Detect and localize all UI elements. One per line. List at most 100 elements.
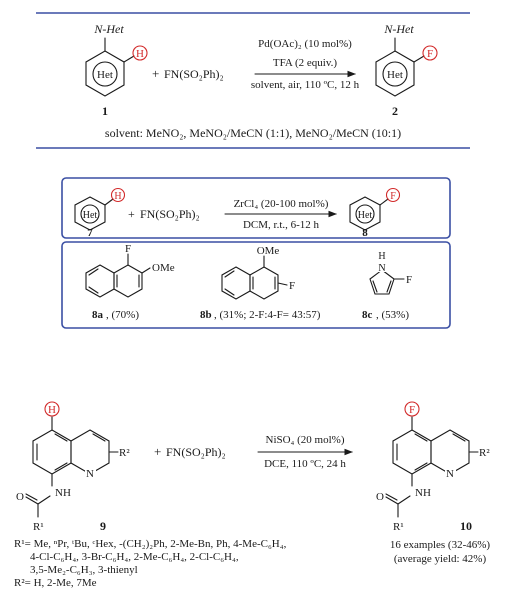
- compound-1: Het N-Het H 1: [85, 22, 148, 118]
- niso4-condition: NiSO₄ (20 mol%): [266, 434, 345, 446]
- quinoline-n-label: N: [446, 468, 454, 480]
- compound-10-label: 10: [460, 519, 472, 533]
- r2-label: R²: [479, 447, 490, 459]
- double-bond: [54, 462, 68, 471]
- r2-label: R²: [119, 447, 130, 459]
- compound-8c: N H F 8c , (53%): [362, 251, 412, 321]
- double-bond: [25, 493, 38, 501]
- compound-9-label: 9: [100, 519, 106, 533]
- c-o-double-bond: [385, 496, 399, 505]
- r1-scope-line-1: R¹= Me, ⁿPr, ᵗBu, ᶜHex, -(CH₂)₂Ph, 2-Me-…: [14, 538, 287, 550]
- f-atom-label: F: [390, 191, 396, 202]
- compound-2: Het N-Het F 2: [375, 22, 438, 118]
- double-bond: [54, 433, 68, 442]
- r1-scope-line-2: 4-Cl-C₆H₄, 3-Br-C₆H₄, 2-Me-C₆H₄, 2-Cl-C₆…: [30, 551, 239, 563]
- compound-8a-label: 8a: [92, 309, 104, 321]
- plus-sign: +: [128, 207, 135, 221]
- scheme-2-reaction-box: [61, 177, 451, 239]
- n-label: N: [378, 263, 385, 274]
- compound-8a-yield: , (70%): [106, 309, 139, 321]
- examples-summary: 16 examples (32-46%): [390, 539, 491, 551]
- compound-8b-label: 8b: [200, 309, 212, 321]
- compound-8b-yield: , (31%; 2-F:4-F= 43:57): [214, 309, 321, 321]
- f-atom-label: F: [427, 48, 433, 60]
- quinoline-n-label: N: [86, 468, 94, 480]
- dce-condition: DCE, 110 ºC, 24 h: [264, 458, 346, 470]
- compound-8: Het F 8: [349, 187, 401, 239]
- plus-sign: +: [152, 66, 159, 81]
- naphthalene-left-ring: [221, 266, 251, 300]
- het-ring-inner-circle: [80, 204, 100, 224]
- h-atom-label: H: [48, 404, 56, 416]
- double-bond: [452, 433, 466, 442]
- n-label-backdrop: [85, 466, 96, 478]
- c-f-bond: [277, 282, 288, 286]
- dcm-condition: DCM, r.t., 6-12 h: [243, 219, 320, 231]
- scheme-2: Het H 7 + FN(SO₂Ph)₂ ZrCl₄ (20-100 mol%)…: [61, 177, 451, 329]
- r1-scope-line-3: 3,5-Me₂-C₆H₃, 3-thienyl: [30, 564, 138, 576]
- h-highlight-circle: [110, 187, 126, 203]
- compound-10: N F R² NH O R¹ 10: [376, 401, 490, 533]
- scheme-3: N H R² NH O R¹ 9 + FN(SO₂Ph)₂ NiSO₄ (20 …: [14, 401, 491, 589]
- ome-label: OMe: [152, 262, 175, 274]
- average-yield: (average yield: 42%): [394, 553, 487, 565]
- f-highlight-circle: [385, 187, 401, 203]
- f-highlight-circle: [404, 401, 420, 417]
- n-c-bond: [397, 495, 411, 505]
- scheme-1: Het N-Het H 1 + FN(SO₂Ph)₂ Pd(OAc)₂ (10 …: [36, 12, 470, 149]
- reagent-nfsi: FN(SO₂Ph)₂: [140, 207, 200, 221]
- zrcl4-condition: ZrCl₄ (20-100 mol%): [234, 198, 329, 210]
- double-bond: [414, 433, 428, 442]
- f-atom-label: F: [409, 404, 415, 416]
- quinoline-benzo-ring: [392, 429, 432, 475]
- compound-9: N H R² NH O R¹ 9: [16, 401, 130, 533]
- solvent-note: solvent: MeNO₂, MeNO₂/MeCN (1:1), MeNO₂/…: [105, 126, 401, 140]
- quinoline-benzo-ring: [32, 429, 72, 475]
- c-h-bond: [123, 55, 135, 63]
- plus-sign: +: [154, 444, 161, 459]
- nh-label: NH: [415, 487, 431, 499]
- het-ring-inner-circle: [92, 61, 118, 87]
- additive-condition: TFA (2 equiv.): [273, 57, 337, 69]
- n-c-bond: [37, 495, 51, 505]
- n-het-label: N-Het: [93, 22, 124, 36]
- h-highlight-circle: [132, 45, 148, 61]
- naphthalene-right-ring: [249, 266, 279, 300]
- double-bond: [92, 433, 106, 442]
- naphthalene-right-ring: [113, 264, 143, 298]
- double-bond: [88, 286, 99, 294]
- compound-2-label: 2: [392, 104, 398, 118]
- double-bond: [386, 280, 392, 293]
- double-bond: [88, 268, 99, 276]
- double-bond: [224, 270, 235, 278]
- n-label-backdrop: [377, 262, 387, 272]
- het-label: Het: [83, 210, 98, 221]
- r1-label: R¹: [393, 521, 404, 533]
- pyrrole-ring: [369, 269, 395, 295]
- r2-scope: R²= H, 2-Me, 7Me: [14, 577, 97, 589]
- compound-8b: OMe F 8b , (31%; 2-F:4-F= 43:57): [200, 245, 321, 321]
- het-label: Het: [358, 210, 373, 221]
- h-atom-label: H: [114, 191, 121, 202]
- scheme-2-examples-box: [61, 241, 451, 329]
- c-f-bond: [413, 55, 425, 63]
- c-h-bond: [104, 198, 114, 206]
- compound-7: Het H 7: [74, 187, 126, 239]
- reagent-nfsi: FN(SO₂Ph)₂: [164, 67, 224, 81]
- double-bond: [385, 493, 398, 501]
- h-highlight-circle: [44, 401, 60, 417]
- c-ome-bond: [141, 267, 151, 274]
- compound-8c-label: 8c: [362, 309, 373, 321]
- f-label: F: [125, 243, 131, 255]
- het-label: Het: [97, 69, 113, 81]
- het-ring-inner-circle: [355, 204, 375, 224]
- het-ring-inner-circle: [382, 61, 408, 87]
- f-label: F: [406, 274, 412, 286]
- o-label: O: [376, 491, 384, 503]
- o-label: O: [16, 491, 24, 503]
- nh-h-label: H: [378, 251, 385, 262]
- compound-1-label: 1: [102, 104, 108, 118]
- double-bond: [414, 462, 428, 471]
- c-o-double-bond: [25, 496, 39, 505]
